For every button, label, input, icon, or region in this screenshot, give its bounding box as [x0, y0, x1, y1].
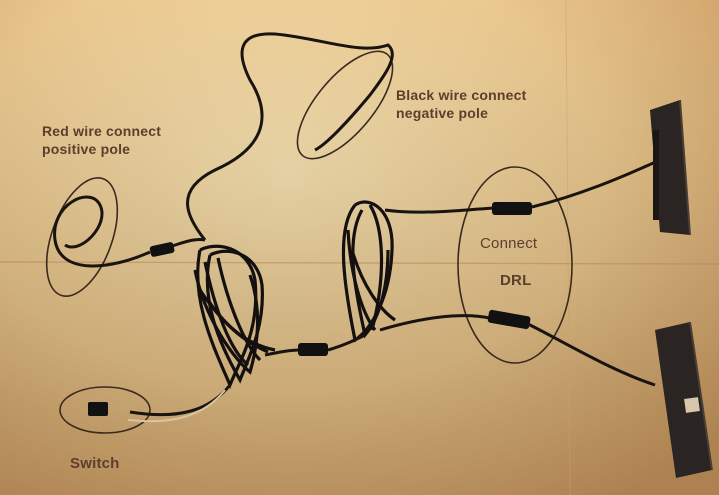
switch-body	[88, 402, 108, 416]
red-wire-label: Red wire connect positive pole	[42, 122, 161, 158]
top-drl-connector	[492, 202, 532, 215]
black-wire-label-line1: Black wire connect	[396, 86, 526, 104]
black-wire-label: Black wire connect negative pole	[396, 86, 526, 122]
connect-label: Connect	[480, 235, 537, 252]
red-wire-label-line2: positive pole	[42, 140, 161, 158]
red-wire-label-line1: Red wire connect	[42, 122, 161, 140]
drl-label: DRL	[500, 272, 531, 289]
black-wire-label-line2: negative pole	[396, 104, 526, 122]
switch-label: Switch	[70, 455, 120, 472]
inter-bundle-connector	[298, 343, 328, 356]
